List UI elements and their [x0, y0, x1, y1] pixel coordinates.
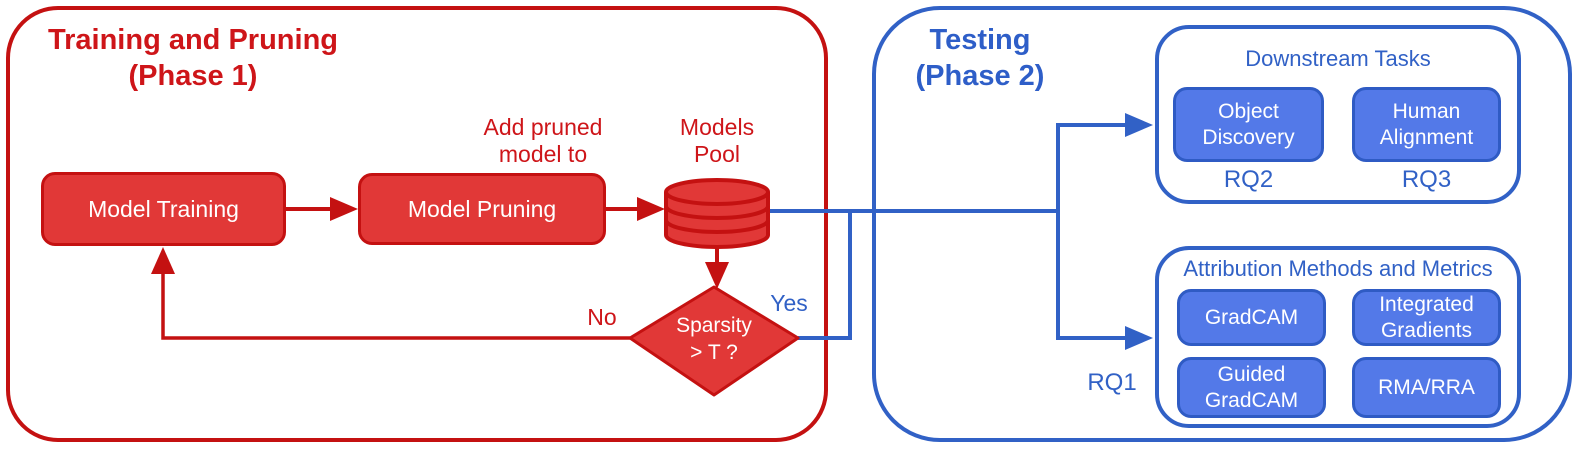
database-icon — [664, 178, 770, 249]
add-pruned-label: Add pruned model to — [443, 114, 643, 168]
line-yes-path — [798, 209, 852, 340]
phase1-title-line2: (Phase 1) — [128, 60, 258, 92]
human-alignment-box: Human Alignment — [1352, 87, 1501, 162]
decision-label: Sparsity > T ? — [634, 312, 794, 366]
arrowhead-to-attribution — [1125, 326, 1153, 350]
add-pruned-line1: Add pruned — [483, 114, 603, 140]
integrated-gradients-line2: Gradients — [1380, 318, 1473, 342]
phase2-title: Testing (Phase 2) — [830, 22, 1130, 94]
decision-line2: > T ? — [690, 341, 738, 364]
guided-gradcam-line1: Guided — [1217, 362, 1286, 386]
rq3-label: RQ3 — [1401, 166, 1452, 193]
attribution-methods-title: Attribution Methods and Metrics — [1183, 256, 1493, 281]
guided-gradcam-box: Guided GradCAM — [1177, 357, 1326, 418]
integrated-gradients-box: Integrated Gradients — [1352, 289, 1501, 346]
object-discovery-box: Object Discovery — [1173, 87, 1324, 162]
arrowhead-to-downstream — [1125, 113, 1153, 137]
phase1-title: Training and Pruning (Phase 1) — [43, 22, 343, 94]
human-alignment-line2: Alignment — [1379, 125, 1474, 149]
phase2-title-line2: (Phase 2) — [915, 60, 1045, 92]
decision-diamond — [628, 285, 800, 397]
guided-gradcam-line2: GradCAM — [1204, 388, 1299, 412]
gradcam-box: GradCAM — [1177, 289, 1326, 346]
human-alignment-line1: Human — [1392, 99, 1461, 123]
rq2-label: RQ2 — [1223, 166, 1274, 193]
decision-line1: Sparsity — [676, 314, 752, 337]
database-top — [664, 178, 770, 206]
phase2-container — [872, 6, 1572, 442]
models-pool-label: Models Pool — [663, 114, 771, 168]
database-ring-1 — [664, 205, 770, 220]
phase1-container — [6, 6, 828, 442]
model-pruning-label: Model Pruning — [407, 195, 557, 222]
feedback-line-no — [161, 260, 630, 340]
object-discovery-line1: Object — [1218, 99, 1279, 123]
models-pool-line2: Pool — [693, 141, 741, 167]
rq1-label: RQ1 — [1087, 369, 1137, 396]
rma-rra-box: RMA/RRA — [1352, 357, 1501, 418]
arrowhead-training-to-pruning — [330, 197, 358, 221]
models-pool-line1: Models — [679, 114, 755, 140]
database-ring-2 — [664, 219, 770, 234]
no-label: No — [587, 304, 617, 330]
model-pruning-box: Model Pruning — [358, 173, 606, 245]
rma-rra-label: RMA/RRA — [1378, 375, 1475, 399]
arrowhead-feedback-to-training — [151, 247, 175, 274]
gradcam-label: GradCAM — [1204, 305, 1299, 329]
phase2-title-line1: Testing — [929, 24, 1031, 56]
phase1-title-line1: Training and Pruning — [48, 24, 338, 56]
downstream-tasks-title: Downstream Tasks — [1245, 46, 1431, 71]
object-discovery-line2: Discovery — [1202, 125, 1295, 149]
yes-label: Yes — [770, 290, 808, 316]
arrowhead-pool-to-decision — [705, 262, 729, 289]
add-pruned-line2: model to — [498, 141, 588, 167]
model-training-box: Model Training — [41, 172, 286, 246]
arrowhead-pruning-to-pool — [637, 197, 665, 221]
integrated-gradients-line1: Integrated — [1379, 292, 1474, 316]
model-training-label: Model Training — [88, 195, 239, 222]
